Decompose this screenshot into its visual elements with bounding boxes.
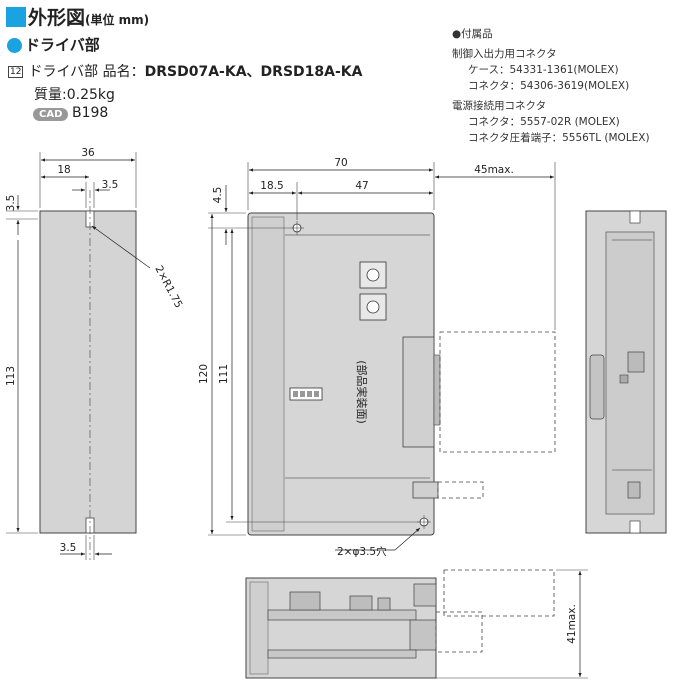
power-connector-title: 電源接続用コネクタ: [452, 100, 547, 112]
title-marker: [6, 7, 26, 27]
subtitle: ドライバ部: [25, 36, 100, 54]
dim-bottom-height: 41max.: [566, 604, 578, 644]
dim-left-offset: 18: [57, 164, 70, 176]
dim-left-top: 3.5: [5, 195, 17, 212]
cad-badge[interactable]: CAD: [33, 108, 69, 121]
control-connector-title: 制御入出力用コネクタ: [452, 48, 557, 60]
dim-front-offset: 18.5: [260, 180, 283, 192]
dim-front-width: 70: [334, 157, 347, 169]
right-side-view: [585, 210, 667, 534]
dim-left-radius: 2×R1.75: [152, 264, 184, 310]
terminal-part: コネクタ圧着端子：5556TL (MOLEX): [468, 132, 650, 144]
dim-front-extra: 45max.: [474, 164, 514, 176]
item-number-badge: 12: [8, 66, 24, 78]
dim-front-top: 4.5: [212, 187, 224, 204]
left-side-view: 36 18 3.5 3.5 113 2×R1.75 3.5: [5, 147, 185, 560]
connector2-part: コネクタ：5557-02R (MOLEX): [468, 116, 620, 128]
dim-left-slot: 3.5: [102, 179, 119, 191]
dim-holes: 2×φ3.5穴: [337, 545, 387, 558]
dim-left-bottom: 3.5: [60, 542, 77, 554]
page-title: 外形図(単位 mm): [28, 7, 150, 29]
component-side-label: (部品実装面): [355, 360, 369, 424]
dim-left-width: 36: [81, 147, 95, 159]
cad-code[interactable]: B198: [72, 105, 109, 121]
title-unit: (単位 mm): [85, 13, 150, 27]
dim-front-height: 120: [198, 364, 210, 384]
dim-front-inner-height: 111: [218, 364, 230, 384]
case-part: ケース：54331-1361(MOLEX): [468, 64, 619, 76]
dim-left-height: 113: [5, 366, 17, 386]
product-line: 12 ドライバ部 品名：DRSD07A-KA、DRSD18A-KA: [8, 61, 362, 81]
dim-front-inner: 47: [355, 180, 368, 192]
part-numbers: DRSD07A-KA、DRSD18A-KA: [144, 64, 363, 80]
accessories-heading: ●付属品: [452, 28, 493, 40]
subtitle-marker: [7, 38, 22, 53]
mass-text: 質量:0.25kg: [34, 87, 115, 103]
connector1-part: コネクタ：54306-3619(MOLEX): [468, 80, 630, 92]
front-view: (部品実装面) 70 18.5 47 45max. 4.5 120 111: [198, 157, 556, 558]
product-prefix: ドライバ部 品名：: [28, 64, 145, 80]
bottom-view: 41max.: [245, 569, 588, 679]
